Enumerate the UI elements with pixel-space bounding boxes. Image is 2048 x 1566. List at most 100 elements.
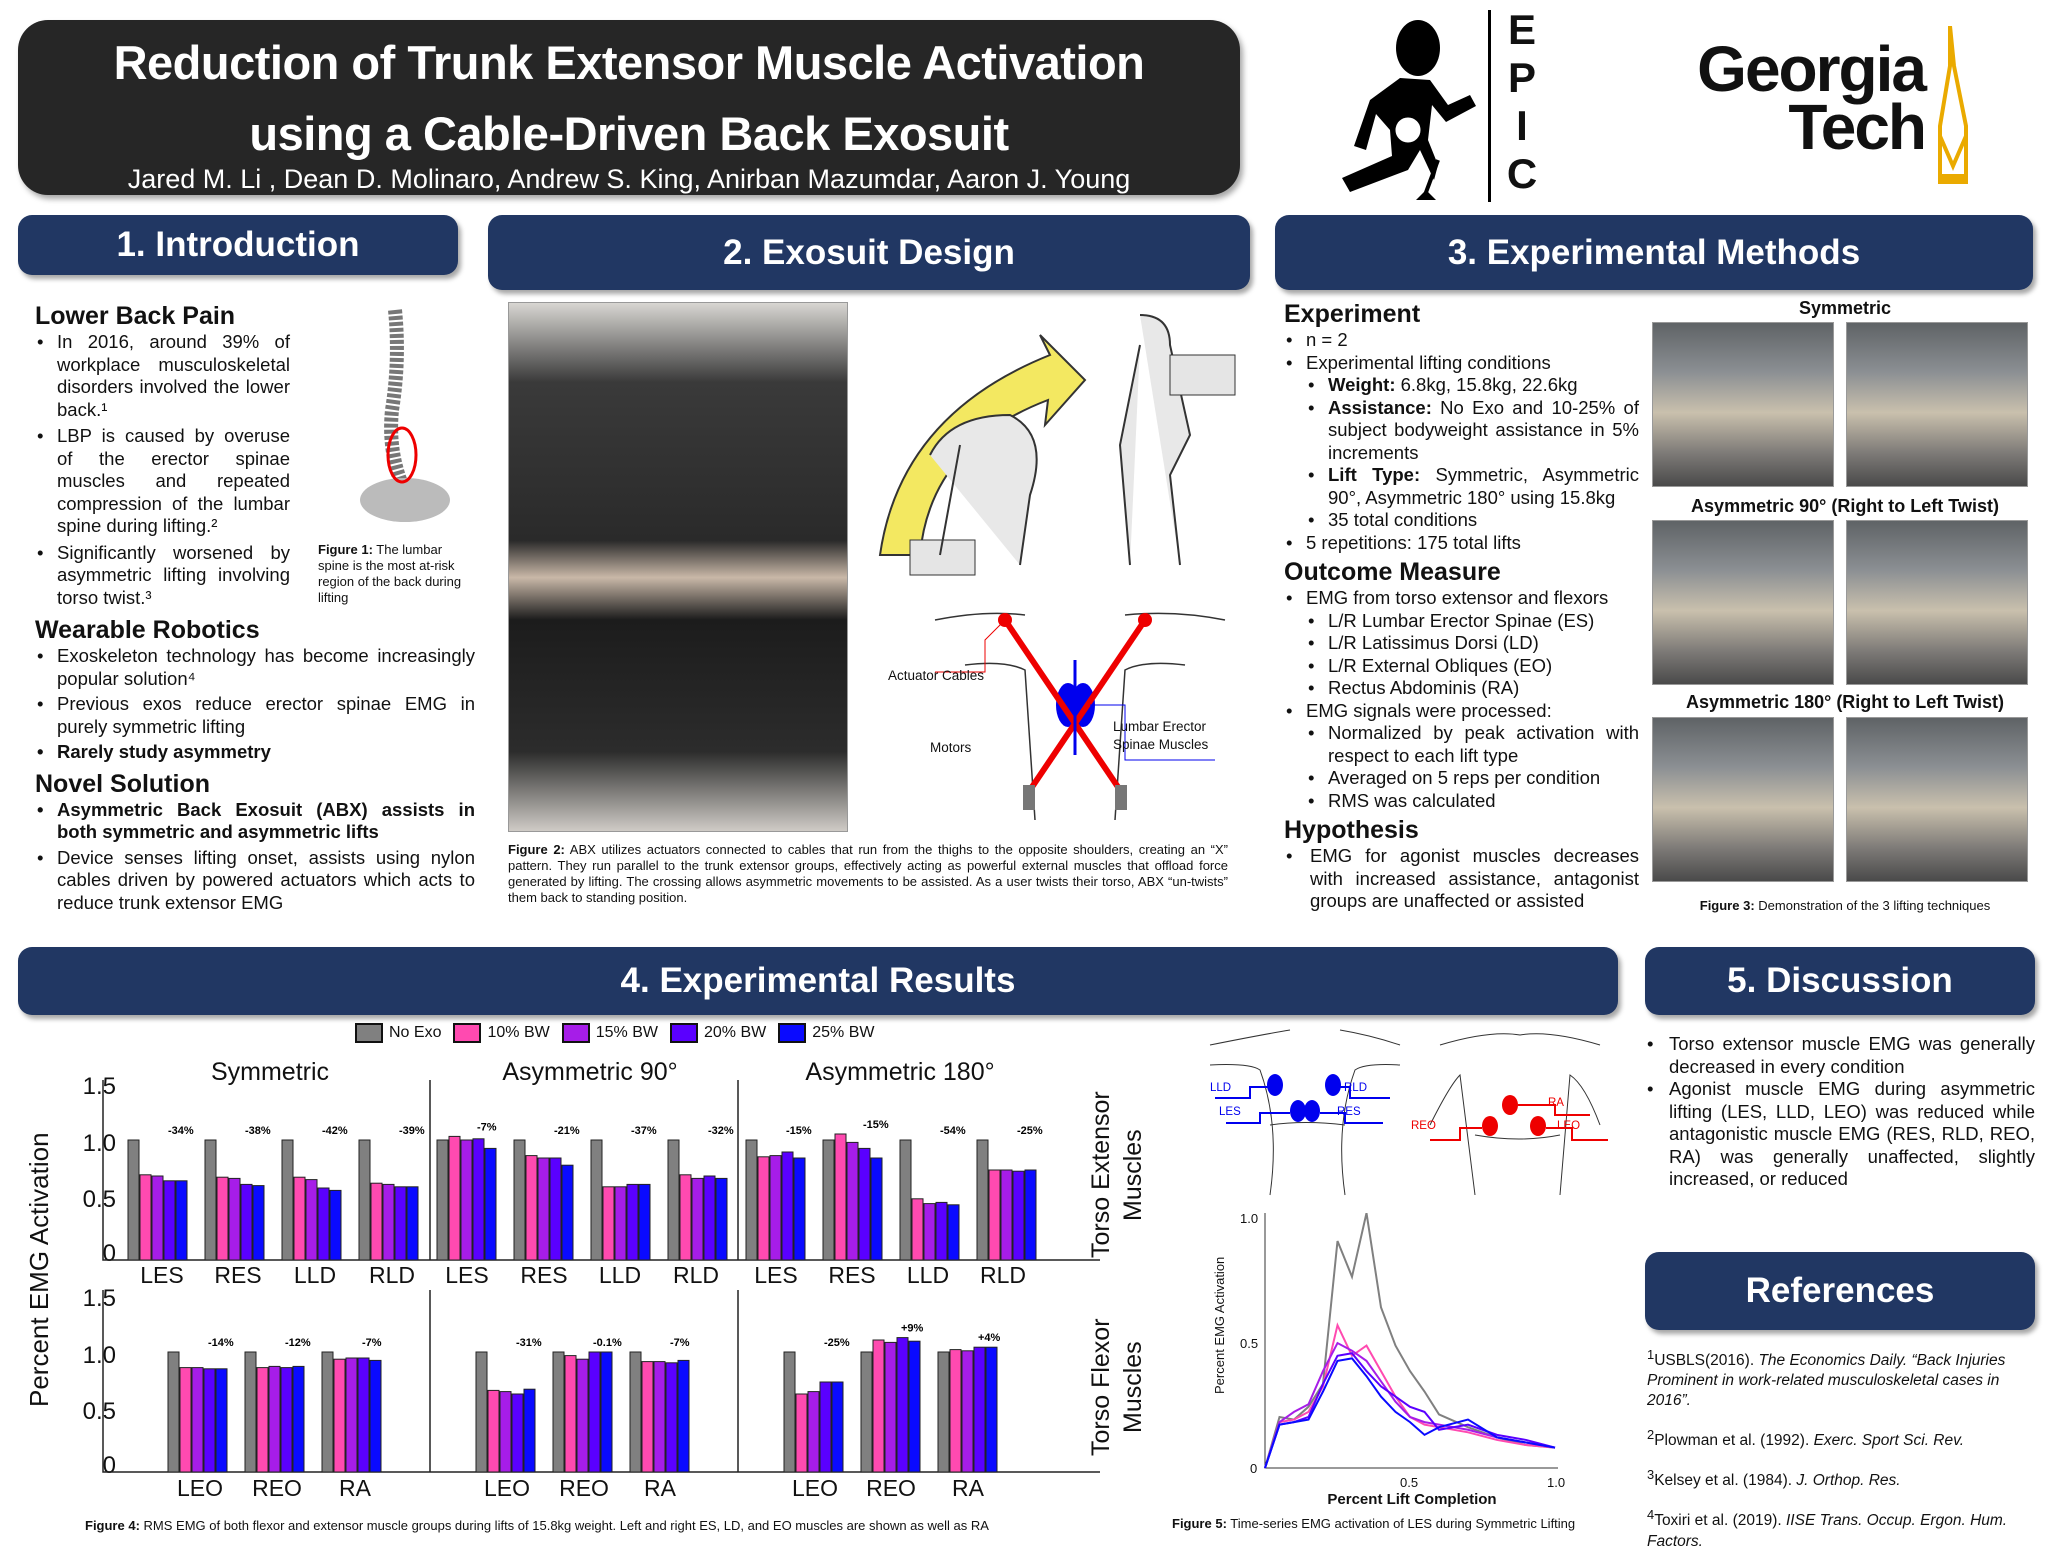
assist-label: Assistance: bbox=[1328, 396, 1432, 418]
bars-flexor: -14%-12%-7%-31%-0.1%-7%-25%+9%+4% bbox=[167, 1323, 1001, 1473]
epic-letter-c: C bbox=[1506, 150, 1538, 197]
fig4-text: RMS EMG of both flexor and extensor musc… bbox=[139, 1518, 989, 1533]
percent-change-label: +4% bbox=[978, 1332, 1001, 1344]
bar bbox=[139, 1174, 152, 1261]
percent-change-label: -25% bbox=[824, 1337, 850, 1349]
ns-item: Asymmetric Back Exosuit (ABX) assists in… bbox=[35, 799, 475, 844]
legend-swatch bbox=[561, 1023, 590, 1043]
bar bbox=[256, 1367, 269, 1473]
bar bbox=[357, 1357, 370, 1473]
lift-label: Lift Type: bbox=[1328, 464, 1421, 485]
legend-label: 20% BW bbox=[703, 1024, 767, 1041]
percent-change-label: -32% bbox=[708, 1125, 734, 1137]
fig2-text: ABX utilizes actuators connected to cabl… bbox=[508, 842, 1228, 905]
bar bbox=[667, 1139, 680, 1261]
references-header: References bbox=[1645, 1252, 2035, 1330]
fig1-text: The lumbar spine is the most at-risk reg… bbox=[318, 542, 462, 605]
bar bbox=[911, 1198, 924, 1261]
lbp-item: In 2016, around 39% of workplace musculo… bbox=[35, 331, 290, 421]
percent-change-label: -15% bbox=[863, 1119, 889, 1131]
fig4-ylabel: Percent EMG Activation bbox=[24, 1132, 54, 1408]
xlabel: REO bbox=[866, 1475, 916, 1501]
legend-item: 10% BW bbox=[453, 1023, 550, 1043]
om-muscle: L/R Lumbar Erector Spinae (ES) bbox=[1306, 610, 1639, 633]
electrode-label-res: RES bbox=[1337, 1106, 1361, 1118]
legend-label: 15% BW bbox=[595, 1024, 658, 1041]
bar bbox=[127, 1139, 140, 1261]
bar bbox=[370, 1182, 383, 1261]
exp-weight: Weight: 6.8kg, 15.8kg, 22.6kg bbox=[1306, 374, 1639, 397]
ref-num: 3 bbox=[1647, 1467, 1655, 1483]
bar bbox=[834, 1133, 847, 1261]
xlabel: RLD bbox=[368, 1262, 415, 1288]
bar bbox=[899, 1139, 912, 1261]
electrode-label-lld: LLD bbox=[1210, 1082, 1232, 1094]
percent-change-label: -25% bbox=[1017, 1125, 1043, 1137]
bar bbox=[382, 1183, 395, 1261]
photo-title-asym180: Asymmetric 180° (Right to Left Twist) bbox=[1686, 692, 2004, 712]
xlabel: RES bbox=[520, 1262, 568, 1288]
ytick: 0.5 bbox=[82, 1186, 116, 1213]
bar bbox=[947, 1204, 960, 1261]
fig5-xlabel: Percent Lift Completion bbox=[1327, 1491, 1497, 1508]
percent-change-label: -54% bbox=[940, 1125, 966, 1137]
legend-item: No Exo bbox=[355, 1023, 441, 1043]
xlabel: RA bbox=[339, 1475, 371, 1501]
bar bbox=[499, 1391, 512, 1473]
percent-change-label: -21% bbox=[554, 1125, 580, 1137]
ref-authors: Kelsey et al. (1984). bbox=[1654, 1472, 1797, 1490]
bar bbox=[484, 1147, 497, 1261]
bar bbox=[757, 1156, 770, 1261]
bar bbox=[204, 1139, 217, 1261]
percent-change-label: -7% bbox=[362, 1337, 382, 1349]
om-item: EMG from torso extensor and flexors bbox=[1284, 587, 1639, 610]
bar bbox=[795, 1393, 808, 1473]
wr-item: Rarely study asymmetry bbox=[35, 741, 475, 764]
line-series bbox=[1264, 1352, 1556, 1469]
gt-tower-icon bbox=[1938, 26, 1968, 184]
fig4-caption: Figure 4: RMS EMG of both flexor and ext… bbox=[85, 1518, 1105, 1534]
bar bbox=[1024, 1169, 1037, 1261]
electrode-label-reo: REO bbox=[1411, 1120, 1436, 1132]
electrode-label-rld: RLD bbox=[1344, 1082, 1368, 1094]
epic-logo bbox=[1320, 10, 1490, 205]
legend-swatch bbox=[453, 1023, 482, 1043]
row-label-extensor: Torso Extensor Muscles bbox=[1087, 1091, 1147, 1259]
percent-change-label: +9% bbox=[901, 1323, 924, 1335]
cable-diagram bbox=[934, 612, 1226, 821]
fig5-caption: Figure 5: Time-series EMG activation of … bbox=[1172, 1516, 1632, 1532]
bar bbox=[292, 1365, 305, 1473]
xlabel: RA bbox=[952, 1475, 984, 1501]
line-series bbox=[1264, 1213, 1556, 1469]
bar bbox=[1012, 1170, 1025, 1261]
bar bbox=[745, 1139, 758, 1261]
xlabel: LLD bbox=[293, 1262, 337, 1288]
bar bbox=[333, 1358, 346, 1473]
weight-value: 6.8kg, 15.8kg, 22.6kg bbox=[1395, 374, 1578, 395]
bar bbox=[561, 1164, 574, 1261]
bar bbox=[691, 1177, 704, 1261]
bar bbox=[793, 1157, 806, 1261]
discussion-header: 5. Discussion bbox=[1645, 947, 2035, 1015]
ref-authors: Plowman et al. (1992). bbox=[1654, 1432, 1814, 1450]
om-step: Averaged on 5 reps per condition bbox=[1306, 767, 1639, 790]
xlabel: REO bbox=[559, 1475, 609, 1501]
bar bbox=[588, 1351, 601, 1473]
bar bbox=[665, 1362, 678, 1473]
fig5-ylabel: Percent EMG Activation bbox=[1212, 1256, 1227, 1394]
percent-change-label: -14% bbox=[208, 1337, 234, 1349]
percent-change-label: -0.1% bbox=[593, 1337, 622, 1349]
photo-asym90-bend bbox=[1652, 520, 1834, 685]
bar bbox=[511, 1393, 524, 1473]
lbp-item: Significantly worsened by asymmetric lif… bbox=[35, 542, 290, 610]
fig4-bar-chart: -34%-38%-42%-39%-7%-21%-37%-32%-15%-15%-… bbox=[102, 1080, 1100, 1473]
xlabel: RES bbox=[214, 1262, 262, 1288]
poster-title-line2: using a Cable-Driven Back Exosuit bbox=[249, 107, 1009, 160]
xlabel: LLD bbox=[598, 1262, 642, 1288]
emg-electrode-body-maps bbox=[1209, 1029, 1608, 1196]
experiment-title: Experiment bbox=[1284, 300, 1421, 328]
photo-asym180-bend bbox=[1652, 717, 1834, 882]
bar bbox=[807, 1391, 820, 1473]
fig3-text: Demonstration of the 3 lifting technique… bbox=[1754, 898, 1991, 913]
bar bbox=[590, 1139, 603, 1261]
